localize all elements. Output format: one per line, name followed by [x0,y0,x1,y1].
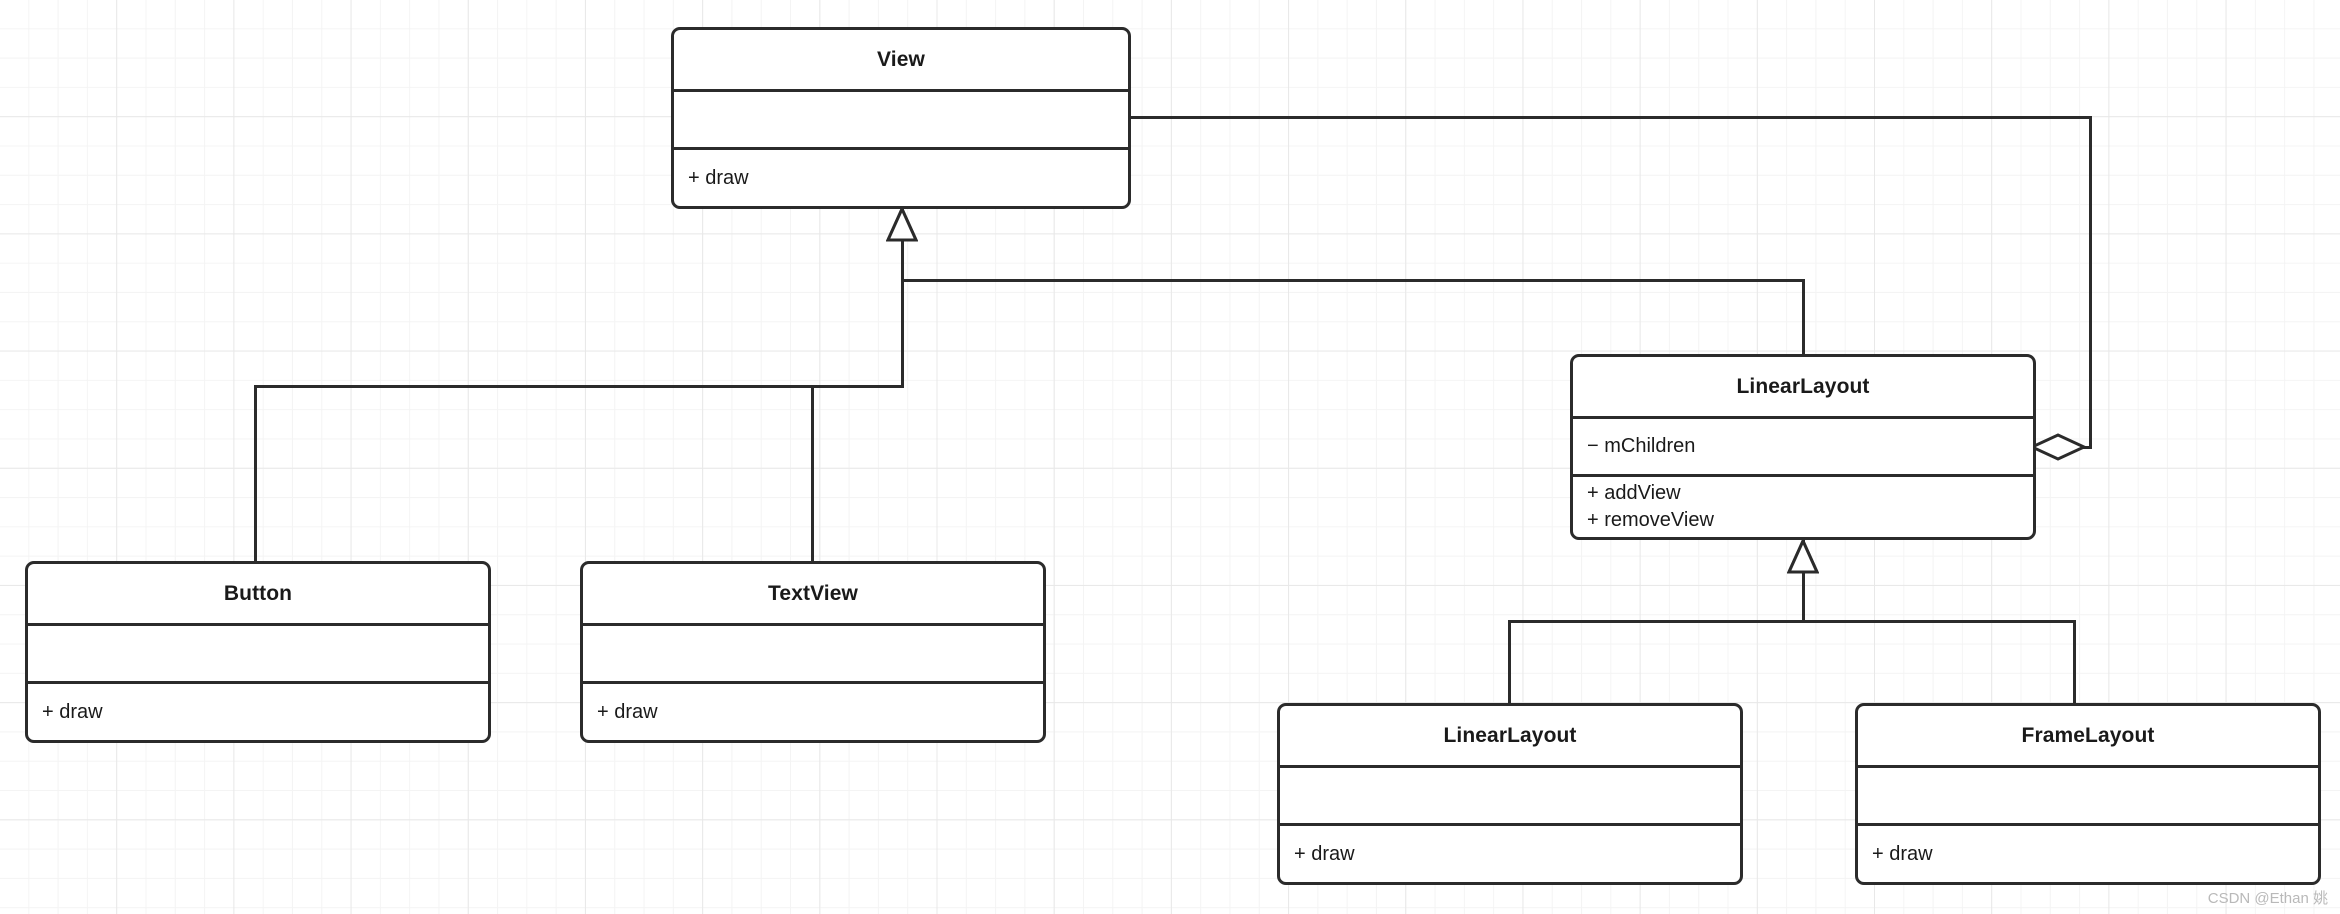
operation-removeview: + removeView [1587,509,1714,531]
edge-view-to-button-vertical [254,385,257,563]
class-box-button[interactable]: Button + draw [25,561,491,743]
edge-linearlayout-to-linearlayout-child-vertical [1508,620,1511,705]
class-box-view[interactable]: View + draw [671,27,1131,209]
class-operations-view: + draw [674,150,1128,206]
class-attributes-view [674,92,1128,150]
watermark-text: CSDN @Ethan 姚 [2207,890,2328,907]
edge-linearlayout-trunk [1802,540,1805,622]
edge-view-to-linearlayout-horizontal [901,279,1805,282]
attribute-mchildren: − mChildren [1587,435,1696,457]
class-name-linearlayout-parent: LinearLayout [1573,357,2033,419]
class-attributes-framelayout [1858,768,2318,826]
operation-draw: + draw [597,700,658,723]
edge-linearlayout-to-framelayout-vertical [2073,620,2076,705]
edge-linearlayout-to-children-horizontal [1508,620,2076,623]
class-operations-linearlayout-child: + draw [1280,826,1740,882]
operation-draw: + draw [42,700,103,723]
operation-draw: + draw [688,166,749,189]
class-name-framelayout: FrameLayout [1858,706,2318,768]
class-box-linearlayout-parent[interactable]: LinearLayout − mChildren + addView + rem… [1570,354,2036,540]
operation-addview: + addView [1587,482,1681,504]
class-operations-textview: + draw [583,684,1043,740]
class-operations-framelayout: + draw [1858,826,2318,882]
class-attributes-linearlayout-parent: − mChildren [1573,419,2033,477]
edge-view-to-subclasses-horizontal [254,385,904,388]
edge-view-to-textview-vertical [811,385,814,563]
class-attributes-linearlayout-child [1280,768,1740,826]
class-operations-linearlayout-parent: + addView + removeView [1573,477,2033,537]
operation-draw: + draw [1872,842,1933,865]
operation-draw: + draw [1294,842,1355,865]
class-box-framelayout[interactable]: FrameLayout + draw [1855,703,2321,885]
generalization-arrow-view [886,208,918,242]
edge-aggregation-right [2089,116,2092,448]
class-attributes-textview [583,626,1043,684]
class-operations-button: + draw [28,684,488,740]
class-name-view: View [674,30,1128,92]
edge-view-trunk [901,208,904,388]
class-name-button: Button [28,564,488,626]
generalization-arrow-linearlayout [1787,540,1819,574]
edge-aggregation-top [1131,116,2092,119]
class-name-textview: TextView [583,564,1043,626]
class-name-linearlayout-child: LinearLayout [1280,706,1740,768]
edge-view-to-linearlayout-vertical [1802,279,1805,357]
class-box-textview[interactable]: TextView + draw [580,561,1046,743]
class-attributes-button [28,626,488,684]
class-box-linearlayout-child[interactable]: LinearLayout + draw [1277,703,1743,885]
aggregation-diamond [2028,432,2088,462]
